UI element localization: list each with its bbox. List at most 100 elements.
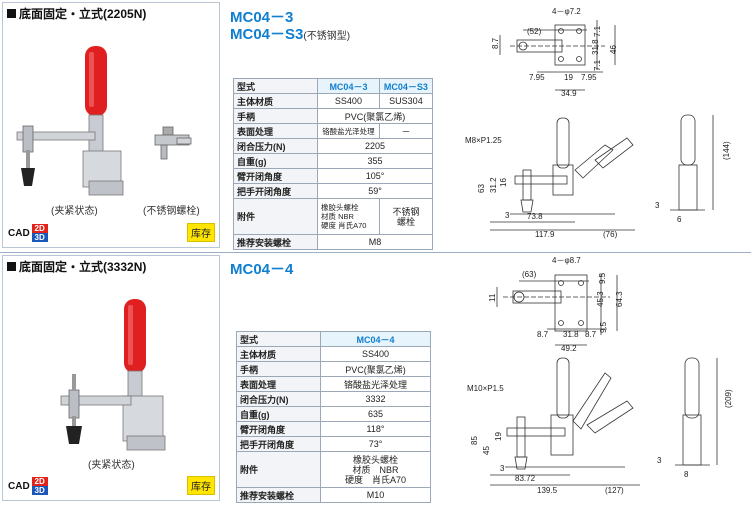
svg-text:31.2: 31.2 bbox=[489, 177, 498, 193]
svg-text:8.7: 8.7 bbox=[537, 330, 549, 339]
svg-text:19: 19 bbox=[494, 432, 503, 441]
table-row: 闭合压力(N)2205 bbox=[233, 138, 433, 154]
table-header-row: 型式 MC04－4 bbox=[236, 331, 431, 347]
red-handle bbox=[124, 299, 146, 373]
svg-text:(127): (127) bbox=[605, 486, 624, 495]
product-section-mc04-4: 底面固定・立式(3332N) (夹紧状态) CAD 2D 3D 库存 MC04－… bbox=[0, 253, 751, 505]
technical-drawing: 4－φ8.7 (63) 11 9.5 45.3 64.3 9.5 8.7 31.… bbox=[467, 256, 733, 495]
svg-text:7.95: 7.95 bbox=[581, 73, 597, 82]
svg-text:46: 46 bbox=[609, 45, 618, 54]
stock-badge[interactable]: 库存 bbox=[187, 223, 215, 242]
top-view-dimensions: 4－φ7.2 (52) 8.7 7.1 31.8 46 7.1 7.95 19 … bbox=[491, 7, 618, 98]
model-title: MC04－4 bbox=[230, 261, 294, 278]
section-divider bbox=[0, 252, 751, 253]
clamp-photo bbox=[60, 299, 166, 451]
caption-stainless-bolt: (不锈钢螺栓) bbox=[143, 206, 200, 217]
svg-text:8.7: 8.7 bbox=[585, 330, 597, 339]
svg-text:M8×P1.25: M8×P1.25 bbox=[465, 136, 502, 145]
end-view bbox=[670, 114, 714, 211]
svg-text:(52): (52) bbox=[527, 27, 542, 36]
svg-text:(76): (76) bbox=[603, 230, 618, 239]
table-row: 表面处理铬酸盐光泽处理－ bbox=[233, 123, 434, 139]
square-bullet-icon bbox=[7, 262, 16, 271]
stock-badge[interactable]: 库存 bbox=[187, 476, 215, 495]
table-row: 自重(g)355 bbox=[233, 153, 433, 169]
section-title: 底面固定・立式(3332N) bbox=[7, 258, 146, 275]
clamp-photo bbox=[16, 46, 192, 196]
svg-text:(144): (144) bbox=[722, 141, 731, 160]
side-view bbox=[490, 117, 635, 231]
svg-text:63: 63 bbox=[477, 184, 486, 193]
cad-3d-button[interactable]: 3D bbox=[31, 233, 48, 242]
caption-clamped: (夹紧状态) bbox=[88, 460, 135, 471]
rubber-tip bbox=[66, 426, 82, 444]
svg-text:19: 19 bbox=[564, 73, 573, 82]
svg-text:73.8: 73.8 bbox=[527, 212, 543, 221]
svg-text:45.3: 45.3 bbox=[596, 291, 605, 307]
svg-text:16: 16 bbox=[499, 178, 508, 187]
red-handle bbox=[85, 46, 107, 116]
section-title-text: 底面固定・立式(3332N) bbox=[19, 260, 147, 274]
technical-drawing: 4－φ7.2 (52) 8.7 7.1 31.8 46 7.1 7.95 19 … bbox=[465, 7, 731, 239]
svg-text:3: 3 bbox=[500, 464, 505, 473]
section-title-text: 底面固定・立式(2205N) bbox=[19, 7, 147, 21]
table-row: 附件橡胶头螺栓 材质 NBR 硬度 肖氏A70 bbox=[236, 451, 431, 488]
cad-3d-button[interactable]: 3D bbox=[31, 486, 48, 495]
svg-text:(209): (209) bbox=[724, 389, 733, 408]
caption-clamped: (夹紧状态) bbox=[51, 206, 98, 217]
model-title: MC04－3 MC04－S3(不锈钢型) bbox=[230, 9, 351, 43]
svg-text:7.1: 7.1 bbox=[593, 59, 602, 71]
table-row: 表面处理铬酸盐光泽处理 bbox=[236, 376, 431, 392]
svg-text:117.9: 117.9 bbox=[535, 230, 555, 239]
svg-text:83.72: 83.72 bbox=[515, 474, 536, 483]
cad-2d-button[interactable]: 2D bbox=[31, 477, 48, 486]
svg-text:139.5: 139.5 bbox=[537, 486, 558, 495]
table-row: 闭合压力(N)3332 bbox=[236, 391, 431, 407]
svg-text:3: 3 bbox=[655, 201, 660, 210]
svg-text:64.3: 64.3 bbox=[615, 291, 624, 307]
svg-text:6: 6 bbox=[677, 215, 682, 224]
svg-text:85: 85 bbox=[470, 436, 479, 445]
end-view-dimensions: (144) 3 6 bbox=[655, 141, 731, 224]
svg-text:7.95: 7.95 bbox=[529, 73, 545, 82]
svg-text:34.9: 34.9 bbox=[561, 89, 577, 98]
top-view bbox=[499, 20, 616, 91]
svg-text:M10×P1.5: M10×P1.5 bbox=[467, 384, 504, 393]
product-section-mc04-3: 底面固定・立式(2205N) (夹紧状态) (不锈钢螺栓) CA bbox=[0, 0, 751, 252]
svg-text:31.8: 31.8 bbox=[591, 39, 600, 55]
side-view bbox=[490, 357, 640, 486]
cad-2d-button[interactable]: 2D bbox=[31, 224, 48, 233]
svg-text:9.5: 9.5 bbox=[598, 272, 607, 284]
side-view-dimensions: M10×P1.5 85 45 19 3 83.72 139.5 (127) bbox=[467, 384, 624, 495]
svg-text:9.5: 9.5 bbox=[599, 321, 608, 333]
table-row: 自重(g)635 bbox=[236, 406, 431, 422]
svg-text:8.7: 8.7 bbox=[491, 37, 500, 49]
section-title: 底面固定・立式(2205N) bbox=[7, 5, 146, 22]
top-view bbox=[496, 273, 618, 346]
svg-text:4－φ8.7: 4－φ8.7 bbox=[552, 256, 581, 265]
rubber-tip bbox=[21, 168, 35, 186]
svg-text:4－φ7.2: 4－φ7.2 bbox=[552, 7, 581, 16]
svg-text:49.2: 49.2 bbox=[561, 344, 577, 353]
end-view bbox=[675, 357, 718, 466]
cad-badge[interactable]: CAD 2D 3D bbox=[8, 477, 48, 495]
side-view-dimensions: M8×P1.25 63 31.2 16 3 73.8 117.9 (76) bbox=[465, 136, 618, 239]
svg-text:3: 3 bbox=[505, 211, 510, 220]
cad-badge[interactable]: CAD 2D 3D bbox=[8, 224, 48, 242]
svg-text:45: 45 bbox=[482, 446, 491, 455]
svg-text:11: 11 bbox=[488, 293, 497, 302]
table-header-row: 型式 MC04－3 MC04－S3 bbox=[233, 78, 434, 94]
svg-text:(63): (63) bbox=[522, 270, 537, 279]
svg-text:31.8: 31.8 bbox=[563, 330, 579, 339]
